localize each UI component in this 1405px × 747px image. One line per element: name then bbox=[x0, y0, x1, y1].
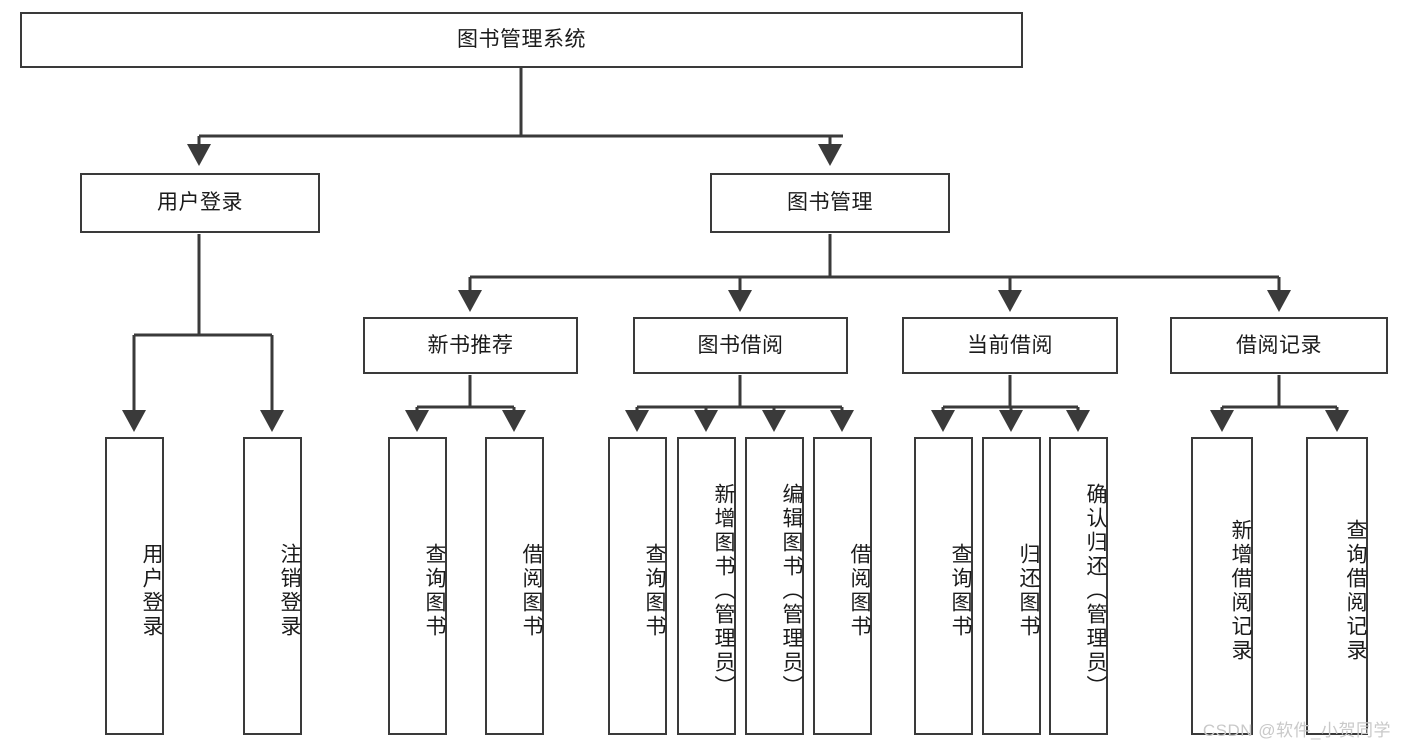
node-label: 查询图书 bbox=[949, 543, 972, 639]
node-leaf-logout-login[interactable]: 注销登录 bbox=[243, 437, 302, 735]
node-label: 编辑图书（管理员） bbox=[780, 483, 803, 699]
node-leaf-confirm-return[interactable]: 确认归还（管理员） bbox=[1049, 437, 1108, 735]
node-label: 新增图书（管理员） bbox=[712, 483, 735, 699]
node-current-borrow[interactable]: 当前借阅 bbox=[902, 317, 1118, 374]
node-label: 借阅图书 bbox=[848, 543, 871, 639]
node-leaf-query-book-1[interactable]: 查询图书 bbox=[388, 437, 447, 735]
node-leaf-edit-book[interactable]: 编辑图书（管理员） bbox=[745, 437, 804, 735]
node-leaf-user-login[interactable]: 用户登录 bbox=[105, 437, 164, 735]
node-label: 借阅记录 bbox=[1236, 333, 1322, 357]
node-leaf-query-book-3[interactable]: 查询图书 bbox=[914, 437, 973, 735]
node-label: 借阅图书 bbox=[520, 543, 543, 639]
node-leaf-add-book[interactable]: 新增图书（管理员） bbox=[677, 437, 736, 735]
node-leaf-borrow-book-1[interactable]: 借阅图书 bbox=[485, 437, 544, 735]
node-root-system[interactable]: 图书管理系统 bbox=[20, 12, 1023, 68]
node-label: 用户登录 bbox=[140, 543, 163, 639]
node-book-borrow[interactable]: 图书借阅 bbox=[633, 317, 848, 374]
node-label: 新增借阅记录 bbox=[1229, 519, 1252, 663]
node-label: 注销登录 bbox=[278, 543, 301, 639]
node-leaf-borrow-book-2[interactable]: 借阅图书 bbox=[813, 437, 872, 735]
node-label: 新书推荐 bbox=[427, 333, 514, 357]
node-label: 查询图书 bbox=[643, 543, 666, 639]
node-label: 归还图书 bbox=[1017, 543, 1040, 639]
node-label: 查询借阅记录 bbox=[1344, 519, 1367, 663]
node-user-login[interactable]: 用户登录 bbox=[80, 173, 320, 233]
node-borrow-record[interactable]: 借阅记录 bbox=[1170, 317, 1388, 374]
node-label: 当前借阅 bbox=[967, 333, 1053, 357]
node-leaf-query-borrow-record[interactable]: 查询借阅记录 bbox=[1306, 437, 1368, 735]
node-label: 图书管理 bbox=[787, 191, 873, 215]
node-new-book-recommend[interactable]: 新书推荐 bbox=[363, 317, 578, 374]
node-label: 用户登录 bbox=[157, 191, 243, 215]
csdn-watermark: CSDN @软件_小贺同学 bbox=[1202, 721, 1391, 740]
node-label: 图书管理系统 bbox=[457, 28, 586, 52]
node-leaf-return-book[interactable]: 归还图书 bbox=[982, 437, 1041, 735]
node-leaf-query-book-2[interactable]: 查询图书 bbox=[608, 437, 667, 735]
node-leaf-add-borrow-record[interactable]: 新增借阅记录 bbox=[1191, 437, 1253, 735]
node-label: 确认归还（管理员） bbox=[1084, 483, 1107, 699]
node-book-manage[interactable]: 图书管理 bbox=[710, 173, 950, 233]
node-label: 图书借阅 bbox=[697, 333, 784, 357]
node-label: 查询图书 bbox=[423, 543, 446, 639]
